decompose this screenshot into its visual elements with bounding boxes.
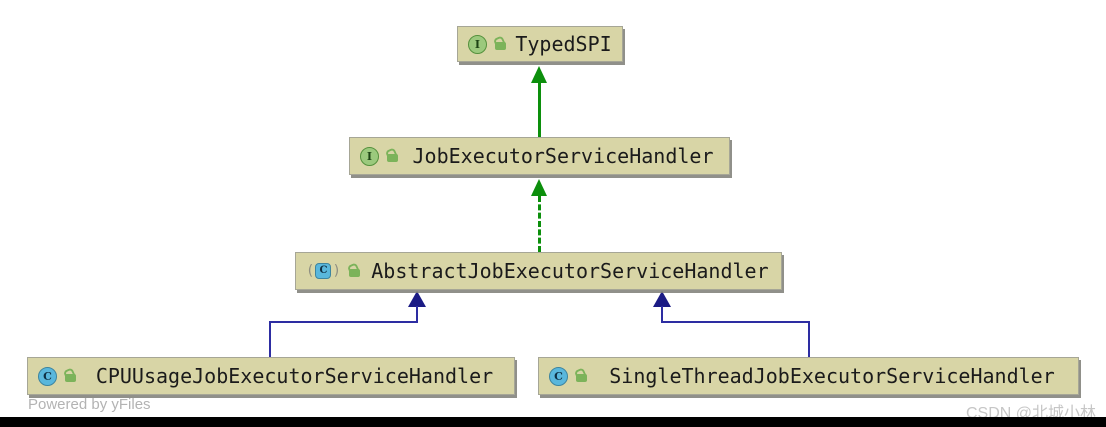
unlocked-padlock-icon (384, 147, 400, 163)
triangle-arrowhead-icon (531, 66, 547, 83)
edge-line (538, 82, 541, 137)
abstract-class-icon: (C) (306, 263, 341, 279)
edge-line (808, 321, 810, 357)
uml-node-typedspi[interactable]: I TypedSPI (457, 26, 623, 62)
node-label: CPUUsageJobExecutorServiceHandler (95, 364, 494, 388)
bottom-black-bar (0, 417, 1106, 427)
triangle-arrowhead-icon (531, 179, 547, 196)
uml-node-singlethreadjobexecutorservicehandler[interactable]: C SingleThreadJobExecutorServiceHandler (538, 357, 1079, 395)
unlocked-padlock-icon (573, 367, 589, 383)
interface-icon: I (360, 146, 379, 166)
triangle-arrowhead-icon (408, 291, 426, 307)
unlocked-padlock-icon (62, 367, 78, 383)
uml-node-jobexecutorservicehandler[interactable]: I JobExecutorServiceHandler (349, 137, 730, 175)
edge-line-dashed (538, 196, 541, 252)
interface-icon: I (468, 34, 487, 54)
node-label: JobExecutorServiceHandler (412, 144, 714, 168)
node-label: SingleThreadJobExecutorServiceHandler (609, 364, 1055, 388)
edge-line (661, 306, 663, 323)
edge-line (269, 321, 271, 357)
edge-line (661, 321, 810, 323)
uml-node-cpuusagejobexecutorservicehandler[interactable]: C CPUUsageJobExecutorServiceHandler (27, 357, 515, 395)
class-icon: C (38, 366, 57, 386)
triangle-arrowhead-icon (653, 291, 671, 307)
edge-line (269, 321, 418, 323)
edge-line (416, 306, 418, 323)
node-label: AbstractJobExecutorServiceHandler (371, 259, 769, 283)
node-label: TypedSPI (515, 32, 612, 56)
uml-node-abstractjobexecutorservicehandler[interactable]: (C) AbstractJobExecutorServiceHandler (295, 252, 782, 290)
class-icon: C (549, 366, 568, 386)
yfiles-watermark: Powered by yFiles (28, 396, 151, 413)
unlocked-padlock-icon (492, 35, 508, 51)
unlocked-padlock-icon (346, 262, 362, 278)
